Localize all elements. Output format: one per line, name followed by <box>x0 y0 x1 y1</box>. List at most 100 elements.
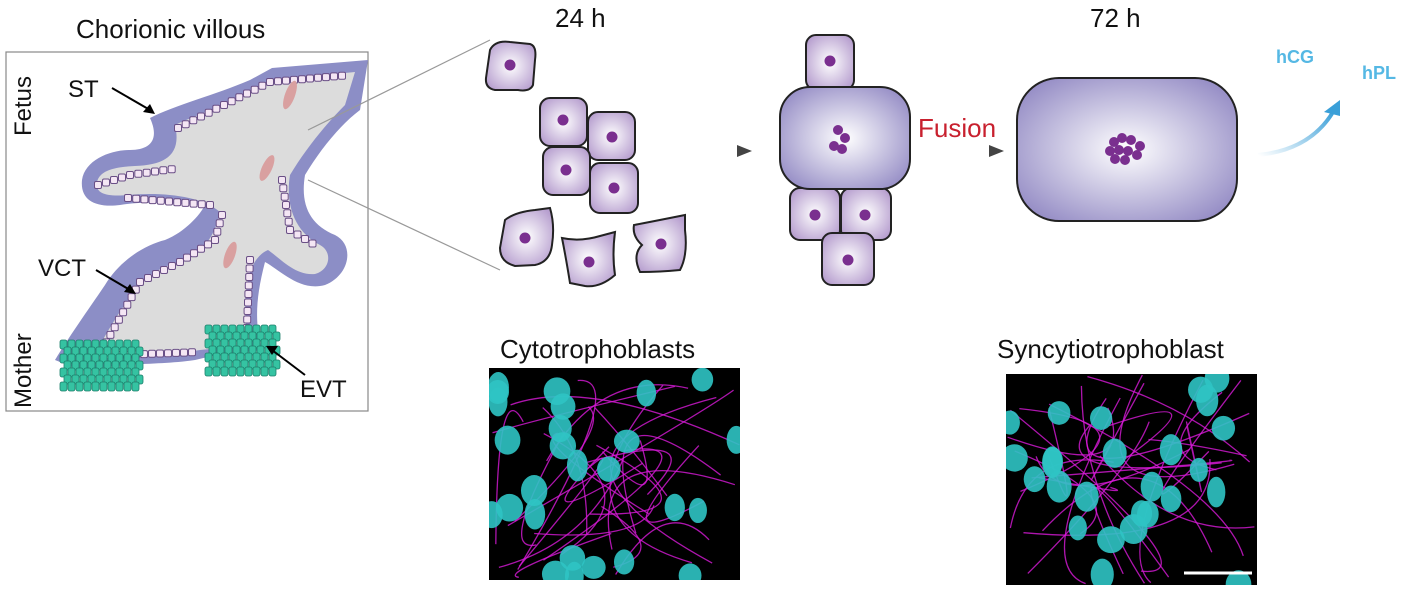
evt-cluster-right <box>204 324 281 377</box>
nucleus-stain <box>494 425 521 455</box>
vct-bead-rows <box>94 71 346 359</box>
nucleus-stain <box>596 456 621 482</box>
vct-bead <box>173 198 182 207</box>
vct-bead <box>308 239 317 248</box>
nucleus-stain <box>566 449 588 482</box>
vct-bead <box>250 85 259 94</box>
nucleus-stain <box>691 368 714 392</box>
evt-cell <box>212 366 221 377</box>
evt-cell <box>67 381 76 392</box>
actin-filament <box>1099 455 1255 529</box>
nucleus-stain <box>636 379 657 407</box>
actin-filament <box>517 379 597 570</box>
syncytiotrophoblast-title: Syncytiotrophoblast <box>997 334 1224 364</box>
fusion-arrow-head <box>989 145 1004 157</box>
nucleus-stain <box>495 493 524 522</box>
actin-filament <box>510 395 740 446</box>
vct-bead <box>164 349 172 358</box>
nucleus-stain <box>664 493 685 522</box>
evt-cell <box>268 366 277 377</box>
actin-filament <box>589 444 662 515</box>
nucleus-stain <box>1196 384 1219 417</box>
evt-cell <box>59 381 68 392</box>
vct-bead <box>197 244 205 253</box>
evt-cell <box>83 381 92 392</box>
evt-cell <box>99 381 108 392</box>
vct-bead <box>279 184 288 193</box>
nucleus-stain <box>1102 438 1127 468</box>
vct-bead <box>274 77 282 86</box>
actin-filament <box>1185 421 1203 493</box>
vct-bead <box>144 274 152 282</box>
vct-bead <box>227 97 236 106</box>
nucleus-stain <box>1090 558 1114 585</box>
st-pointer-arrow <box>111 87 151 111</box>
vct-bead <box>148 349 156 358</box>
vct-bead <box>189 199 198 208</box>
vct-bead <box>132 194 141 203</box>
nuclei-syncytium <box>1105 133 1145 165</box>
vct-bead <box>278 176 286 184</box>
nucleus-stain <box>613 429 640 453</box>
nucleus-stain <box>520 475 548 507</box>
nucleus-stain <box>1090 406 1113 430</box>
vct-bead <box>235 93 244 102</box>
vct-bead <box>124 194 132 202</box>
vct-bead <box>136 278 144 286</box>
vct-bead <box>243 307 252 315</box>
vct-bead <box>286 226 294 234</box>
actin-filament <box>521 431 566 547</box>
vct-bead <box>106 330 115 339</box>
vct-bead <box>245 273 254 281</box>
zoom-line-bottom <box>307 179 501 271</box>
actin-filament <box>1042 477 1213 553</box>
vct-bead <box>188 348 196 357</box>
nucleus-stain <box>1006 410 1020 435</box>
evt-pointer-arrow <box>271 349 306 376</box>
vct-bead <box>140 195 149 204</box>
actin-filament <box>543 448 663 561</box>
vct-pointer-arrow <box>95 269 131 291</box>
zoom-line-top <box>307 39 491 131</box>
evt-cell <box>236 366 245 377</box>
hormone-secretion-arrowhead <box>1324 100 1340 116</box>
vct-bead <box>197 200 206 209</box>
vct-bead <box>126 171 134 179</box>
evt-label: EVT <box>300 376 347 403</box>
nucleus-stain <box>1042 446 1063 479</box>
nucleus-stain <box>1160 485 1182 513</box>
nuclei-fusing <box>809 55 871 266</box>
nucleus-stain <box>548 414 572 443</box>
vct-bead <box>258 81 267 90</box>
actin-filament <box>514 532 612 578</box>
vct-bead <box>298 75 306 84</box>
evt-cell <box>204 366 213 377</box>
vct-bead <box>284 217 293 226</box>
vct-bead <box>301 235 309 243</box>
vct-bead <box>176 258 184 266</box>
fusing-cluster <box>779 34 911 286</box>
vct-bead <box>181 120 190 129</box>
vct-bead <box>110 176 118 184</box>
nucleus-stain <box>1023 466 1046 493</box>
vct-bead <box>206 201 214 209</box>
evt-cell <box>131 381 140 392</box>
fetus-side-label: Fetus <box>10 75 37 136</box>
time-label-72h: 72 h <box>1090 3 1141 33</box>
stromal-cell <box>223 241 237 269</box>
mother-side-label: Mother <box>10 333 37 408</box>
vct-bead <box>244 281 253 290</box>
vct-bead <box>212 104 221 113</box>
vct-bead <box>306 74 314 83</box>
evt-cell <box>123 381 132 392</box>
nucleus-stain <box>543 377 571 406</box>
actin-filament <box>1148 438 1247 457</box>
nuclei-24h <box>504 59 667 268</box>
vct-bead <box>102 178 110 187</box>
st-pointer-arrowhead <box>143 104 155 114</box>
vct-bead <box>114 315 123 324</box>
vct-bead <box>134 169 143 178</box>
evt-cell <box>115 381 124 392</box>
vct-bead <box>197 112 205 121</box>
actin-filament <box>534 505 655 536</box>
